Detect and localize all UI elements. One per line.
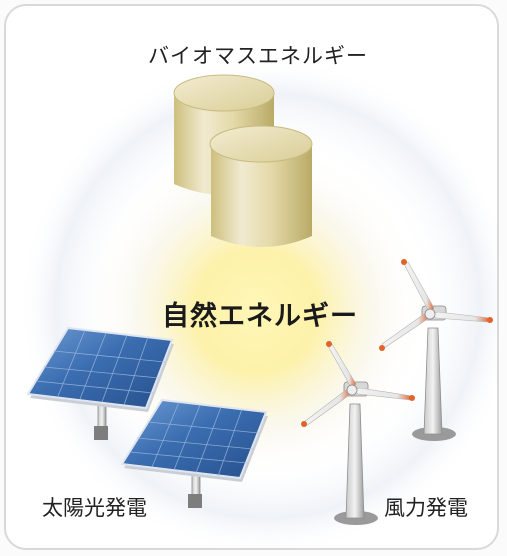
- solar-panel-icon-2: [120, 398, 268, 508]
- solar-panel-icon: [26, 326, 174, 440]
- wind-turbine-icon: [379, 259, 493, 441]
- center-title: 自然エネルギー: [162, 301, 358, 332]
- wind-label: 風力発電: [384, 496, 468, 520]
- biomass-label: バイオマスエネルギー: [148, 44, 368, 68]
- solar-label: 太陽光発電: [42, 496, 147, 520]
- biomass-tank-icon: [173, 74, 313, 247]
- illustration: [18, 56, 497, 548]
- wind-turbine-icon-2: [301, 341, 415, 525]
- diagram-frame: バイオマスエネルギー 自然エネルギー 太陽光発電 風力発電: [4, 4, 499, 550]
